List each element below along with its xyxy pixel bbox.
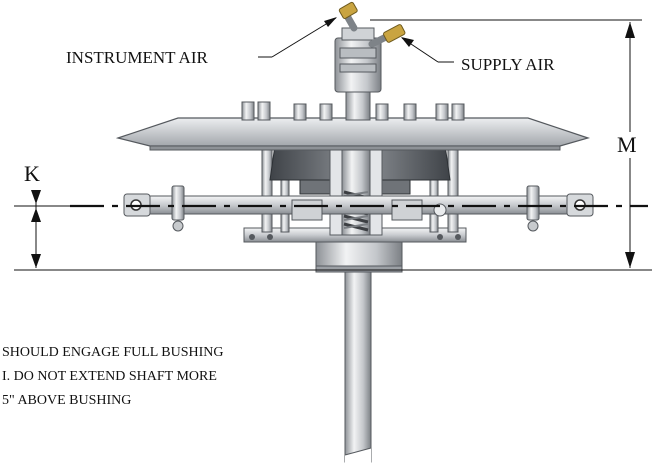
disk-bolts <box>241 101 465 121</box>
dimension-m <box>370 19 644 268</box>
instrument-air-label: INSTRUMENT AIR <box>66 48 208 67</box>
note-line-3: 5" ABOVE BUSHING <box>2 393 131 408</box>
output-shaft <box>344 261 372 470</box>
center-column <box>329 139 383 236</box>
dimension-k <box>14 190 70 268</box>
instrument-air-fitting <box>338 1 358 32</box>
supply-air-leader <box>401 37 454 63</box>
instrument-air-leader <box>258 17 337 58</box>
note-line-2: I. DO NOT EXTEND SHAFT MORE <box>2 369 217 384</box>
top-diaphragm-plate <box>115 117 591 151</box>
bushing <box>315 237 403 273</box>
dimension-k-label: K <box>24 161 40 186</box>
supply-air-fitting <box>368 24 406 48</box>
positioner-housing <box>334 27 382 121</box>
note-line-1: SHOULD ENGAGE FULL BUSHING <box>2 345 224 360</box>
supply-air-label: SUPPLY AIR <box>461 55 555 74</box>
dimension-m-label: M <box>617 132 637 157</box>
installation-note: SHOULD ENGAGE FULL BUSHING I. DO NOT EXT… <box>2 345 224 408</box>
